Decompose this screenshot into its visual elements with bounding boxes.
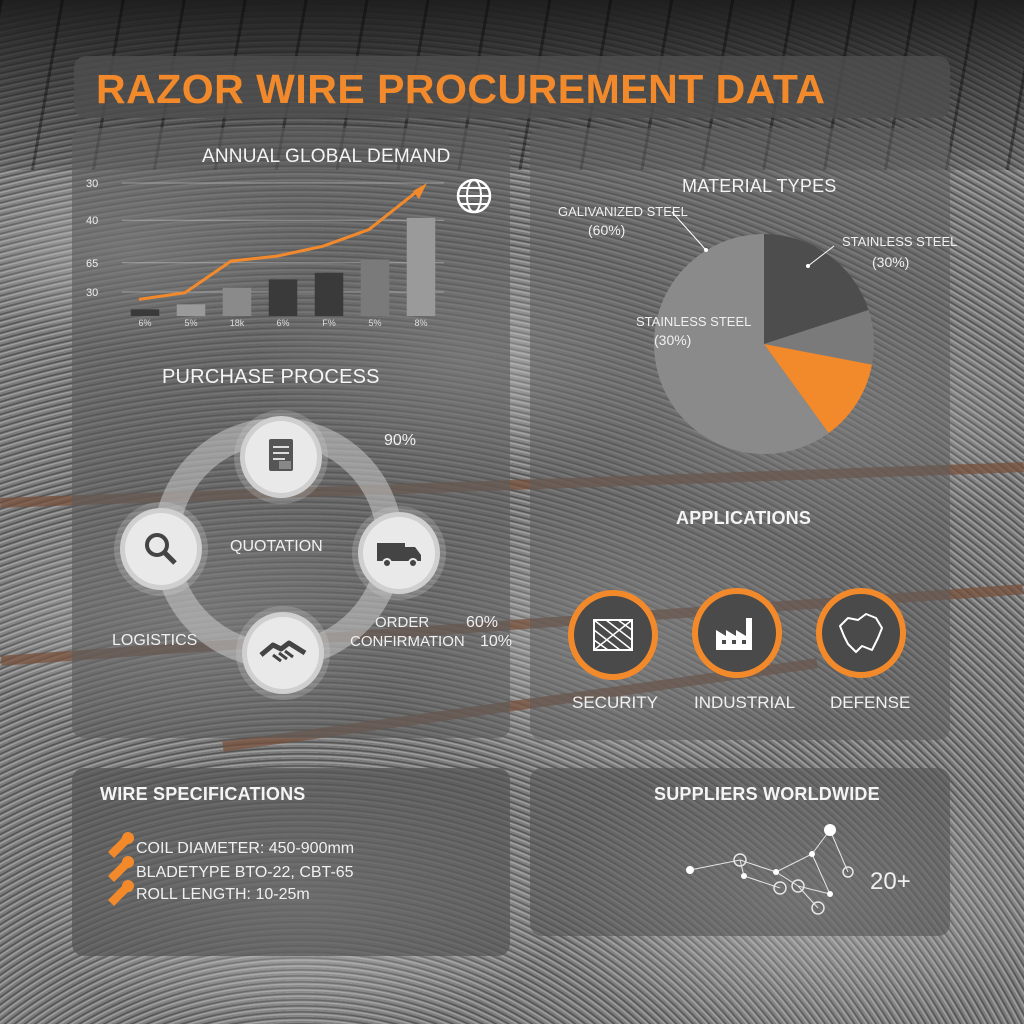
x-tick-label: 8% [414, 318, 427, 328]
industrial-label: INDUSTRIAL [694, 693, 796, 712]
x-tick-label: 6% [138, 318, 151, 328]
bar [406, 217, 436, 316]
pct-top: 90% [384, 432, 417, 449]
search-step[interactable] [120, 508, 202, 590]
galvanized-pct: (60%) [588, 222, 626, 238]
x-tick-label: 18k [230, 318, 245, 328]
pct-right-top: 60% [466, 614, 499, 631]
bar [130, 309, 160, 316]
order-label: ORDER [375, 614, 430, 631]
title-bar: RAZOR WIRE PROCUREMENT DATA [74, 56, 950, 118]
y-tick-label: 30 [86, 178, 98, 190]
bar [314, 272, 344, 316]
stainless-right-pct: (30%) [872, 254, 910, 270]
material-applications-panel: MATERIAL TYPES GALIVANIZED STEEL (60%) S… [530, 128, 957, 740]
material-heading: MATERIAL TYPES [682, 176, 837, 196]
spec-roll-length: ROLL LENGTH: 10-25m [136, 886, 310, 903]
wrench-icon [108, 832, 134, 906]
specs-panel: WIRE SPECIFICATIONS COIL DIAMETER: 450-9… [72, 768, 510, 956]
y-tick-label: 40 [86, 215, 98, 227]
pie-slice [764, 310, 874, 365]
pie-slice [764, 344, 873, 433]
search-icon [145, 533, 177, 565]
bar [176, 304, 206, 316]
truck-step[interactable] [358, 512, 440, 594]
fence-icon [593, 619, 633, 651]
x-tick-label: 5% [368, 318, 381, 328]
suppliers-heading: SUPPLIERS WORLDWIDE [654, 784, 880, 804]
page-title: RAZOR WIRE PROCUREMENT DATA [96, 66, 826, 112]
security-label: SECURITY [572, 693, 658, 712]
handshake-icon [259, 640, 307, 663]
pie-slice [764, 234, 869, 344]
specs-heading: WIRE SPECIFICATIONS [100, 784, 306, 804]
stainless-left-pct: (30%) [654, 332, 692, 348]
factory-icon [716, 618, 752, 650]
handshake-step[interactable] [242, 612, 324, 694]
stainless-left-label: STAINLESS STEEL [636, 314, 752, 329]
spec-blade-type: BLADETYPE BTO-22, CBT-65 [136, 864, 354, 881]
trend-line [138, 191, 416, 301]
stainless-right-label: STAINLESS STEEL [842, 234, 958, 249]
bar [222, 287, 252, 316]
network-icon [686, 824, 854, 915]
spec-coil-diameter: COIL DIAMETER: 450-900mm [136, 840, 355, 857]
document-step[interactable] [240, 416, 322, 498]
suppliers-panel: SUPPLIERS WORLDWIDE 20+ [530, 768, 950, 936]
defense-label: DEFENSE [830, 693, 911, 712]
security-application[interactable] [568, 590, 658, 680]
pie-slice [653, 234, 829, 455]
x-tick-label: 6% [276, 318, 289, 328]
supplier-count: 20+ [870, 868, 911, 895]
applications-heading: APPLICATIONS [676, 508, 812, 528]
bar [360, 259, 390, 316]
confirmation-label: CONFIRMATION [350, 633, 465, 650]
pie-leader-lines [671, 211, 835, 268]
galvanized-label: GALIVANIZED STEEL [558, 204, 688, 219]
industrial-application[interactable] [692, 588, 782, 678]
x-tick-label: 5% [184, 318, 197, 328]
globe-icon [456, 178, 492, 214]
y-tick-label: 30 [86, 287, 98, 299]
map-icon [839, 613, 883, 653]
x-tick-label: F% [322, 318, 336, 328]
material-pie-chart [653, 234, 874, 455]
quotation-label: QUOTATION [230, 538, 323, 555]
demand-heading: ANNUAL GLOBAL DEMAND [202, 146, 451, 167]
demand-process-panel: ANNUAL GLOBAL DEMAND 30 40 65 30 6% 5% 18k 6% F%… [72, 128, 513, 738]
pct-right-bottom: 10% [480, 633, 513, 650]
bar [268, 279, 298, 316]
truck-icon [377, 543, 421, 568]
demand-chart: 30 40 65 30 6% 5% 18k 6% F% 5% 8% [86, 178, 444, 328]
y-tick-label: 65 [86, 258, 98, 270]
defense-application[interactable] [816, 588, 906, 678]
logistics-label: LOGISTICS [112, 632, 198, 649]
trend-arrow [413, 182, 427, 199]
document-icon [269, 439, 293, 471]
process-heading: PURCHASE PROCESS [162, 366, 380, 388]
